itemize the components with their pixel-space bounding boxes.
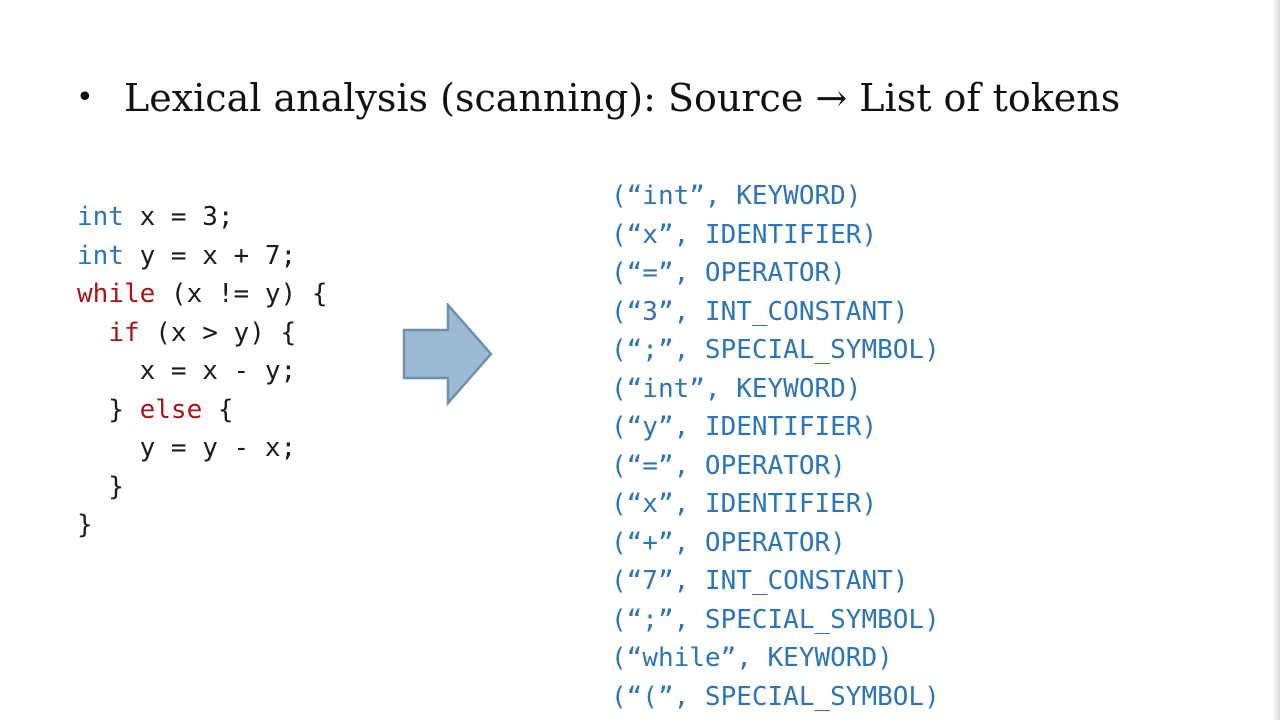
slide-right-edge-shadow <box>1272 0 1280 720</box>
code-text: (x > y) { <box>139 317 297 348</box>
token-item: (“x”, IDENTIFIER) <box>611 489 878 519</box>
token-item: (“int”, KEYWORD) <box>611 181 862 211</box>
code-keyword: while <box>77 279 156 309</box>
token-item: (“;”, SPECIAL_SYMBOL) <box>611 604 940 635</box>
code-line: } <box>77 468 327 507</box>
code-text: (x != y) { <box>155 279 328 309</box>
token-item: (“3”, INT_CONSTANT) <box>611 296 909 327</box>
token-item: (“(”, SPECIAL_SYMBOL) <box>611 681 940 712</box>
code-text <box>77 318 108 348</box>
bullet-text: Lexical analysis (scanning): Source → Li… <box>124 76 1121 120</box>
code-line: } else { <box>77 391 327 430</box>
code-line: int y = x + 7; <box>77 237 327 276</box>
code-line: x = x - y; <box>77 352 327 391</box>
code-text: } <box>77 394 140 425</box>
token-item: (“;”, SPECIAL_SYMBOL) <box>611 335 940 365</box>
code-text: } <box>77 471 124 502</box>
code-line: int x = 3; <box>77 198 327 237</box>
token-item: (“+”, OPERATOR) <box>611 527 846 558</box>
code-keyword: if <box>108 317 140 348</box>
code-text: x = x - y; <box>77 356 297 386</box>
code-text: y = y - x; <box>77 433 297 463</box>
code-keyword: int <box>77 240 124 271</box>
code-line: y = y - x; <box>77 429 327 468</box>
code-text: { <box>202 394 234 425</box>
source-code-block: int x = 3;int y = x + 7;while (x != y) {… <box>77 198 327 545</box>
code-line: } <box>77 506 327 545</box>
token-item: (“=”, OPERATOR) <box>611 450 846 481</box>
code-keyword: else <box>139 394 203 425</box>
token-item: (“y”, IDENTIFIER) <box>611 412 878 442</box>
code-text: } <box>77 510 93 540</box>
right-block-arrow-icon <box>402 301 494 412</box>
code-line: while (x != y) { <box>77 275 327 314</box>
token-item: (“x”, IDENTIFIER) <box>611 219 878 250</box>
code-keyword: int <box>77 202 124 232</box>
token-item: (“=”, OPERATOR) <box>611 258 846 288</box>
code-text: x = 3; <box>123 202 234 232</box>
bullet-marker: • <box>76 80 94 115</box>
token-item: (“7”, INT_CONSTANT) <box>611 566 909 596</box>
code-text: y = x + 7; <box>123 240 297 271</box>
token-item: (“int”, KEYWORD) <box>611 373 862 404</box>
token-item: (“while”, KEYWORD) <box>611 643 893 673</box>
bullet-point: • Lexical analysis (scanning): Source → … <box>76 72 1120 124</box>
token-list: (“int”, KEYWORD) (“x”, IDENTIFIER) (“=”, O… <box>611 177 940 716</box>
code-line: if (x > y) { <box>77 314 327 353</box>
